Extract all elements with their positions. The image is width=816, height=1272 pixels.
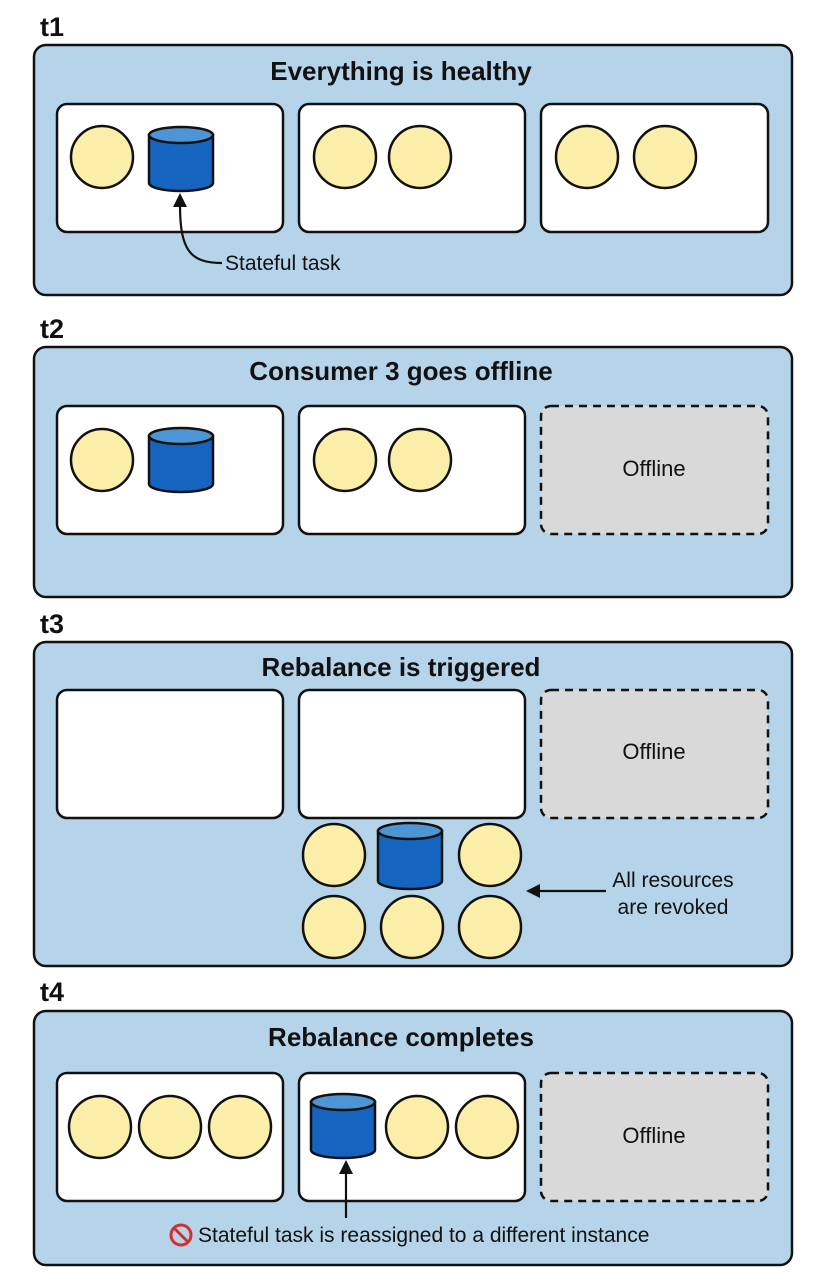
task-circle <box>301 894 367 960</box>
stage-t2: t2 Consumer 3 goes offline Offline <box>32 314 794 599</box>
consumer-1 <box>55 404 285 536</box>
task-circle <box>301 822 367 888</box>
stateful-task-label: Stateful task <box>225 252 341 275</box>
stage-t4: t4 Rebalance completes Offline <box>32 977 794 1267</box>
stage-title: Everything is healthy <box>270 56 532 86</box>
offline-label: Offline <box>622 1123 685 1148</box>
stage-t1: t1 Everything is healthy Stateful task <box>32 12 794 297</box>
step-label: t4 <box>40 977 64 1007</box>
stage-title: Rebalance is triggered <box>262 652 541 682</box>
consumer-1 <box>55 102 285 234</box>
task-circle <box>69 124 135 190</box>
consumer-2 <box>297 102 527 234</box>
consumer-1-empty-box <box>55 688 285 820</box>
stateful-task-callout: Stateful task <box>173 193 341 275</box>
revoked-resources <box>301 821 523 960</box>
task-circle <box>457 894 523 960</box>
consumer-3 <box>539 102 770 234</box>
task-circle <box>379 894 445 960</box>
offline-box <box>539 1071 770 1203</box>
step-label: t2 <box>40 314 64 344</box>
stateful-task-db-icon <box>147 426 215 494</box>
task-circle <box>69 427 135 493</box>
offline-box <box>539 688 770 820</box>
arrow-head-icon <box>173 193 187 207</box>
consumer-3-offline: Offline <box>539 688 770 820</box>
stage-title: Rebalance completes <box>268 1022 534 1052</box>
consumer-2 <box>297 404 527 536</box>
stage-t3: t3 Rebalance is triggered Offline All re… <box>32 609 794 968</box>
stage-title: Consumer 3 goes offline <box>249 356 552 386</box>
reassigned-label: Stateful task is reassigned to a differe… <box>198 1224 649 1247</box>
task-circle <box>67 1094 133 1160</box>
task-circle <box>384 1094 450 1160</box>
step-label: t3 <box>40 609 64 639</box>
task-circle <box>387 124 453 190</box>
task-circle <box>137 1094 203 1160</box>
task-circle <box>554 124 620 190</box>
reassigned-callout: Stateful task is reassigned to a differe… <box>169 1160 649 1247</box>
consumer-2 <box>297 1071 527 1203</box>
offline-label: Offline <box>622 739 685 764</box>
task-circle <box>207 1094 273 1160</box>
stateful-task-db-icon <box>147 125 215 193</box>
stateful-task-db-icon <box>376 821 444 891</box>
task-circle <box>454 1094 520 1160</box>
stateful-task-db-icon <box>309 1092 377 1160</box>
consumer-3-offline: Offline <box>539 404 770 536</box>
consumer-3-offline: Offline <box>539 1071 770 1203</box>
offline-label: Offline <box>622 456 685 481</box>
revoked-label-line-2: are revoked <box>618 896 729 919</box>
task-circle <box>312 124 378 190</box>
task-circle <box>312 427 378 493</box>
callout-arrow <box>178 204 223 265</box>
step-label: t1 <box>40 12 64 42</box>
consumer-1 <box>55 1071 285 1203</box>
consumer-2-empty-box <box>297 688 527 820</box>
revoked-callout: All resources are revoked <box>526 869 734 919</box>
task-circle <box>387 427 453 493</box>
revoked-label-line-1: All resources <box>612 869 733 892</box>
arrow-head-icon <box>526 884 540 898</box>
task-circle <box>632 124 698 190</box>
offline-box <box>539 404 770 536</box>
prohibited-icon <box>169 1223 193 1247</box>
arrow-head-icon <box>339 1160 353 1174</box>
task-circle <box>457 822 523 888</box>
